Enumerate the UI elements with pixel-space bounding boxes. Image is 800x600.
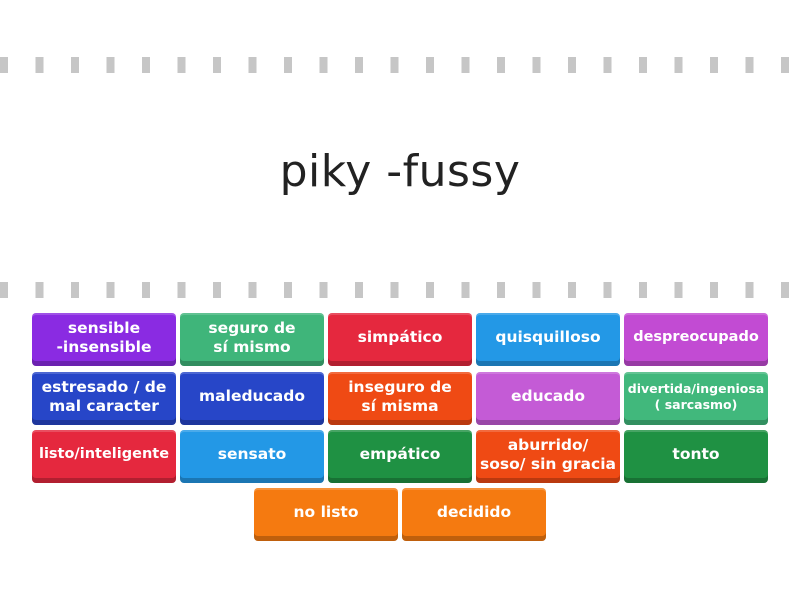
answer-tile-estresado[interactable]: estresado / de mal caracter [32,372,176,425]
bottom-divider [0,282,800,298]
answer-tile-despreocupado[interactable]: despreocupado [624,313,768,366]
top-divider [0,57,800,73]
answer-tile-inseguro-de-si-misma[interactable]: inseguro de sí misma [328,372,472,425]
answer-tile-sensato[interactable]: sensato [180,430,324,483]
answer-tile-no-listo[interactable]: no listo [254,488,398,541]
answer-tile-listo-inteligente[interactable]: listo/inteligente [32,430,176,483]
answer-tile-tonto[interactable]: tonto [624,430,768,483]
answer-tile-divertida-ingeniosa[interactable]: divertida/ingeniosa ( sarcasmo) [624,372,768,425]
answer-tile-aburrido[interactable]: aburrido/ soso/ sin gracia [476,430,620,483]
answer-tile-simpatico[interactable]: simpático [328,313,472,366]
answer-tile-empatico[interactable]: empático [328,430,472,483]
answer-tile-quisquilloso[interactable]: quisquilloso [476,313,620,366]
answer-tile-sensible[interactable]: sensible -insensible [32,313,176,366]
prompt-text: piky -fussy [279,146,521,197]
answer-tile-maleducado[interactable]: maleducado [180,372,324,425]
answer-tile-educado[interactable]: educado [476,372,620,425]
answer-tile-decidido[interactable]: decidido [402,488,546,541]
answer-tile-seguro-de-si-mismo[interactable]: seguro de sí mismo [180,313,324,366]
